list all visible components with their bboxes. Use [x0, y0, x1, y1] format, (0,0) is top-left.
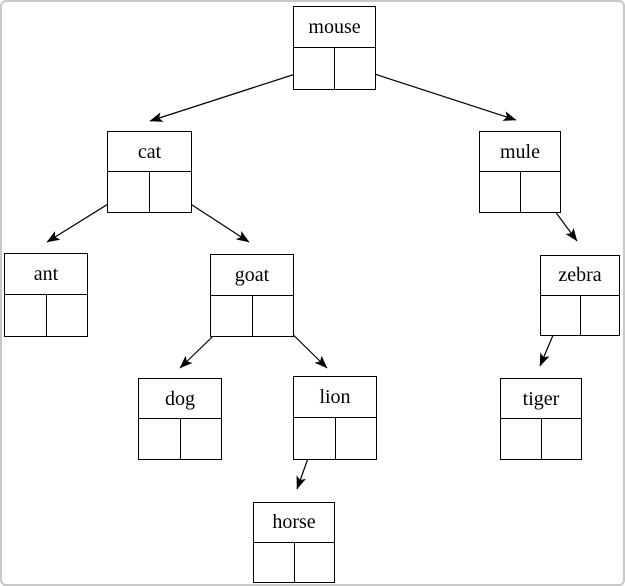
- node-goat-left-pointer-cell: [211, 296, 252, 337]
- node-ant-right-pointer-cell: [45, 295, 88, 336]
- node-goat: goat: [210, 254, 294, 337]
- node-label-lion: lion: [294, 377, 376, 418]
- node-lion-left-pointer-cell: [294, 418, 335, 459]
- node-goat-right-pointer-cell: [251, 295, 294, 336]
- node-ant-pointer-cells: [5, 295, 87, 336]
- node-horse: horse: [253, 502, 335, 583]
- node-mouse-right-pointer-cell: [334, 48, 375, 89]
- node-zebra: zebra: [540, 255, 620, 336]
- node-mule-right-pointer-cell: [519, 172, 561, 212]
- node-cat: cat: [107, 131, 192, 213]
- node-horse-pointer-cells: [254, 542, 335, 583]
- node-label-goat: goat: [211, 255, 293, 296]
- node-label-mule: mule: [480, 132, 560, 172]
- node-mouse: mouse: [293, 6, 376, 90]
- node-label-zebra: zebra: [541, 256, 619, 296]
- node-mule: mule: [479, 131, 561, 213]
- node-cat-pointer-cells: [108, 172, 191, 212]
- node-label-tiger: tiger: [501, 379, 581, 419]
- node-ant-left-pointer-cell: [5, 295, 46, 336]
- node-tiger: tiger: [500, 378, 582, 460]
- node-zebra-left-pointer-cell: [541, 296, 580, 336]
- node-dog: dog: [138, 378, 222, 460]
- node-lion-pointer-cells: [294, 418, 376, 459]
- node-mule-pointer-cells: [480, 172, 560, 212]
- edge-mouse-left-to-cat: [149, 67, 315, 122]
- node-dog-left-pointer-cell: [139, 419, 180, 459]
- edge-mouse-right-to-mule: [352, 66, 517, 121]
- node-ant: ant: [4, 253, 88, 337]
- node-zebra-right-pointer-cell: [579, 295, 620, 335]
- node-label-horse: horse: [254, 503, 334, 543]
- node-mouse-left-pointer-cell: [294, 48, 334, 89]
- node-mouse-pointer-cells: [294, 48, 375, 89]
- node-lion: lion: [293, 376, 377, 460]
- node-tiger-right-pointer-cell: [540, 419, 582, 459]
- node-cat-right-pointer-cell: [149, 172, 191, 212]
- node-lion-right-pointer-cell: [334, 418, 377, 459]
- node-cat-left-pointer-cell: [108, 172, 149, 212]
- node-horse-left-pointer-cell: [254, 543, 294, 583]
- node-label-cat: cat: [108, 132, 191, 172]
- node-horse-right-pointer-cell: [293, 542, 335, 582]
- node-tiger-left-pointer-cell: [501, 419, 541, 459]
- node-mule-left-pointer-cell: [480, 172, 520, 212]
- node-zebra-pointer-cells: [541, 295, 620, 336]
- node-label-mouse: mouse: [294, 7, 375, 48]
- node-label-ant: ant: [5, 254, 87, 295]
- node-goat-pointer-cells: [211, 295, 294, 337]
- node-dog-pointer-cells: [139, 419, 221, 459]
- node-label-dog: dog: [139, 379, 221, 419]
- node-tiger-pointer-cells: [501, 419, 581, 459]
- node-dog-right-pointer-cell: [179, 419, 222, 459]
